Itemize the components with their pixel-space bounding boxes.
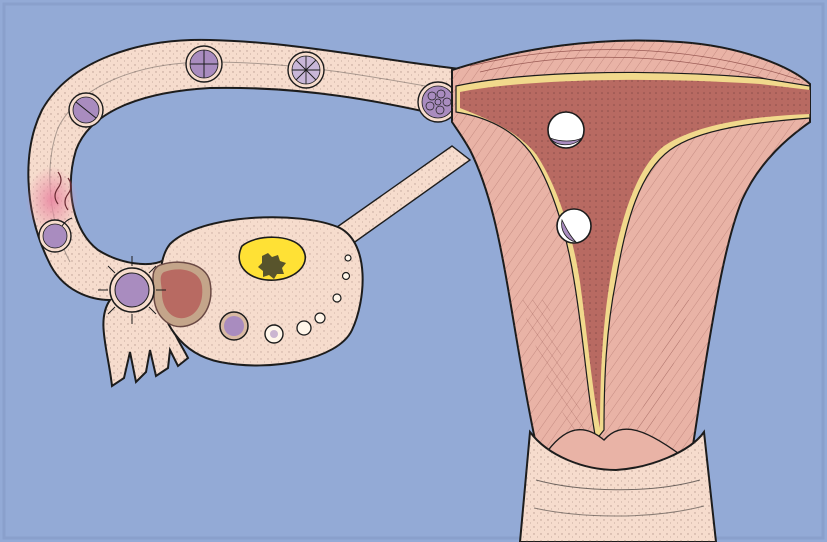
four-cell-embryo-icon: [186, 46, 222, 82]
ruptured-follicle-icon: [153, 262, 211, 326]
blastocyst-icon: [548, 112, 584, 148]
two-cell-embryo-icon: [69, 93, 103, 127]
eight-cell-embryo-icon: [288, 52, 324, 88]
mature-follicle-icon: [239, 237, 305, 280]
implanting-blastocyst-icon: [557, 209, 591, 243]
